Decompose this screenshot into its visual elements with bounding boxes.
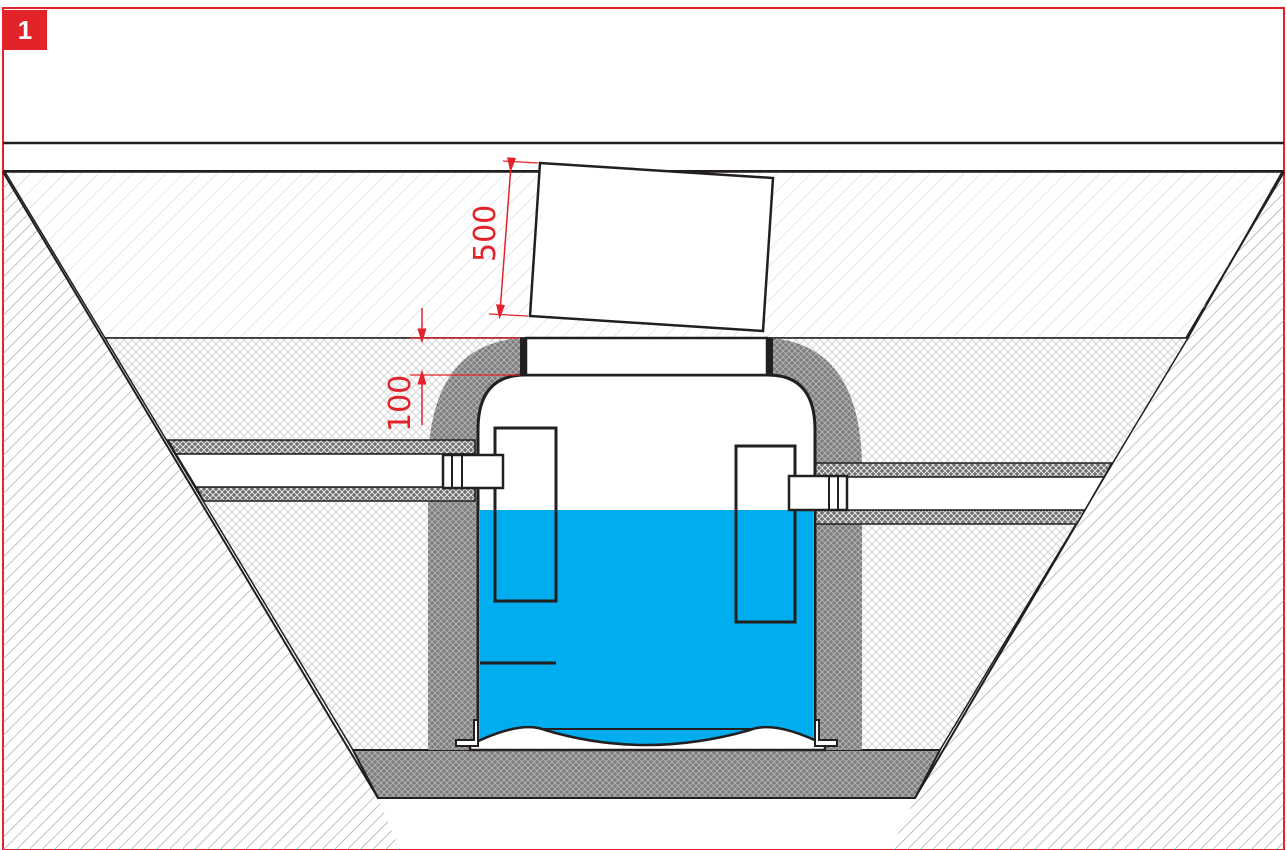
- dimension-100: 100: [383, 308, 520, 432]
- step-number-badge: 1: [3, 10, 47, 50]
- inlet-pipe: [166, 439, 476, 502]
- tank-bottom: [468, 725, 827, 752]
- inlet-baffle: [493, 426, 558, 603]
- dimension-500-label: 500: [468, 205, 503, 262]
- tank-lid-extension: [528, 161, 775, 333]
- dimension-100-label: 100: [383, 375, 418, 432]
- step-number: 1: [17, 14, 33, 45]
- outlet-baffle: [734, 444, 797, 624]
- outlet-pipe: [814, 462, 1114, 525]
- water-body: [480, 510, 813, 746]
- tank-neck: [520, 336, 773, 377]
- dimension-500: 500: [468, 157, 539, 320]
- tank: [441, 373, 849, 752]
- concrete-base: [351, 749, 942, 799]
